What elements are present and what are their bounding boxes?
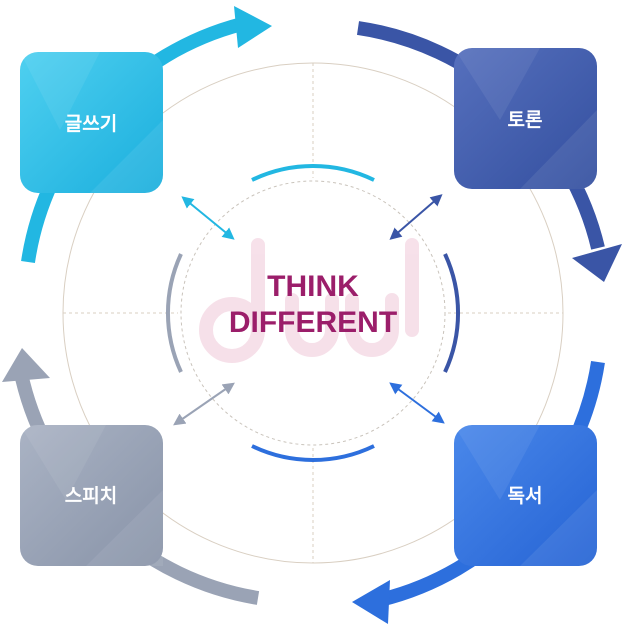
inner-arcs (166, 164, 460, 462)
double-arrow-icon (173, 382, 235, 426)
node-debate-label: 토론 (508, 109, 543, 131)
diagonal-arrows (173, 194, 445, 426)
double-arrow-icon (181, 196, 235, 240)
arrowhead-reading-icon (352, 580, 390, 624)
node-speech: 스피치 (20, 425, 163, 566)
node-speech-label: 스피치 (65, 485, 117, 507)
center-title-line1: THINK (267, 270, 359, 303)
node-writing: 글쓰기 (20, 52, 163, 193)
node-writing-label: 글쓰기 (65, 113, 117, 135)
node-debate: 토론 (454, 48, 597, 189)
background-rings (62, 62, 564, 564)
watermark-logo (199, 238, 419, 363)
double-arrow-icon (389, 382, 445, 424)
arrowhead-debate-icon (572, 244, 622, 282)
arrowhead-speech-icon (2, 348, 50, 382)
arrowhead-writing-icon (234, 6, 272, 48)
node-reading-label: 독서 (508, 485, 543, 507)
double-arrow-icon (389, 194, 443, 240)
center-title-line2: DIFFERENT (229, 306, 397, 339)
node-reading: 독서 (454, 425, 597, 566)
